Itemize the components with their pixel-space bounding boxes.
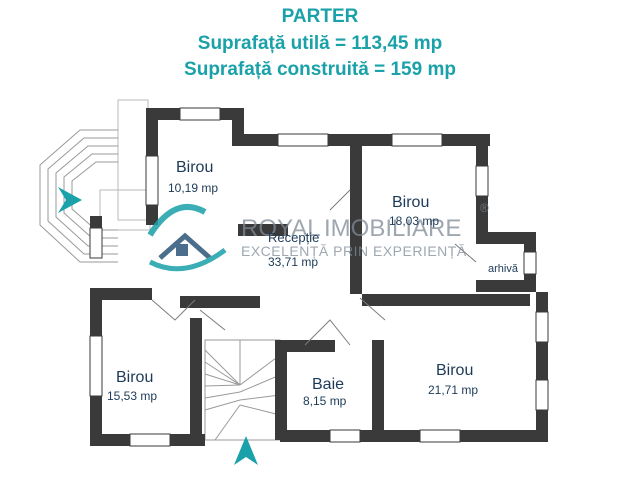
watermark-slogan: EXCELENȚĂ PRIN EXPERIENȚĂ xyxy=(241,243,467,259)
room-name: Birou xyxy=(436,362,473,379)
room-area: 21,71 mp xyxy=(428,383,478,397)
built-area-heading: Suprafață construită = 159 mp xyxy=(184,59,456,80)
room-name: Baie xyxy=(312,376,344,393)
room-area: 15,53 mp xyxy=(107,389,157,403)
windows xyxy=(89,107,549,447)
interior-staircase xyxy=(204,339,281,441)
room-area: 33,71 mp xyxy=(268,255,318,269)
room-birou-15: Birou 15,53 mp xyxy=(107,369,157,403)
room-area: 18,03 mp xyxy=(389,214,439,228)
room-name: Birou xyxy=(116,369,153,386)
room-receptie: Recepție 33,71 mp xyxy=(268,230,319,269)
room-birou-21: Birou 21,71 mp xyxy=(428,362,478,397)
terrace-outline xyxy=(99,99,151,231)
room-name: Birou xyxy=(176,159,213,176)
room-area: 8,15 mp xyxy=(303,394,347,408)
agency-logo xyxy=(147,204,227,272)
room-baie: Baie 8,15 mp xyxy=(303,376,347,408)
room-area: 10,19 mp xyxy=(168,181,218,195)
watermark-brand-right: IMOBILIARE xyxy=(324,215,461,242)
entrance-steps xyxy=(39,129,118,263)
room-arhiva: arhivă xyxy=(488,263,519,275)
doors xyxy=(151,189,477,346)
usable-area-heading: Suprafață utilă = 113,45 mp xyxy=(197,33,443,54)
room-name: arhivă xyxy=(488,263,519,275)
room-birou-18: Birou 18,03 mp xyxy=(389,194,439,228)
room-name: Recepție xyxy=(268,230,319,245)
plan-title: PARTER xyxy=(281,6,359,27)
entrance-arrow-bottom xyxy=(234,436,258,465)
watermark-registered: ® xyxy=(480,201,489,215)
room-birou-10: Birou 10,19 mp xyxy=(168,159,218,195)
entrance-arrow-left xyxy=(58,187,82,213)
room-name: Birou xyxy=(392,194,429,211)
watermark-brand-left: ROYAL xyxy=(241,215,321,242)
